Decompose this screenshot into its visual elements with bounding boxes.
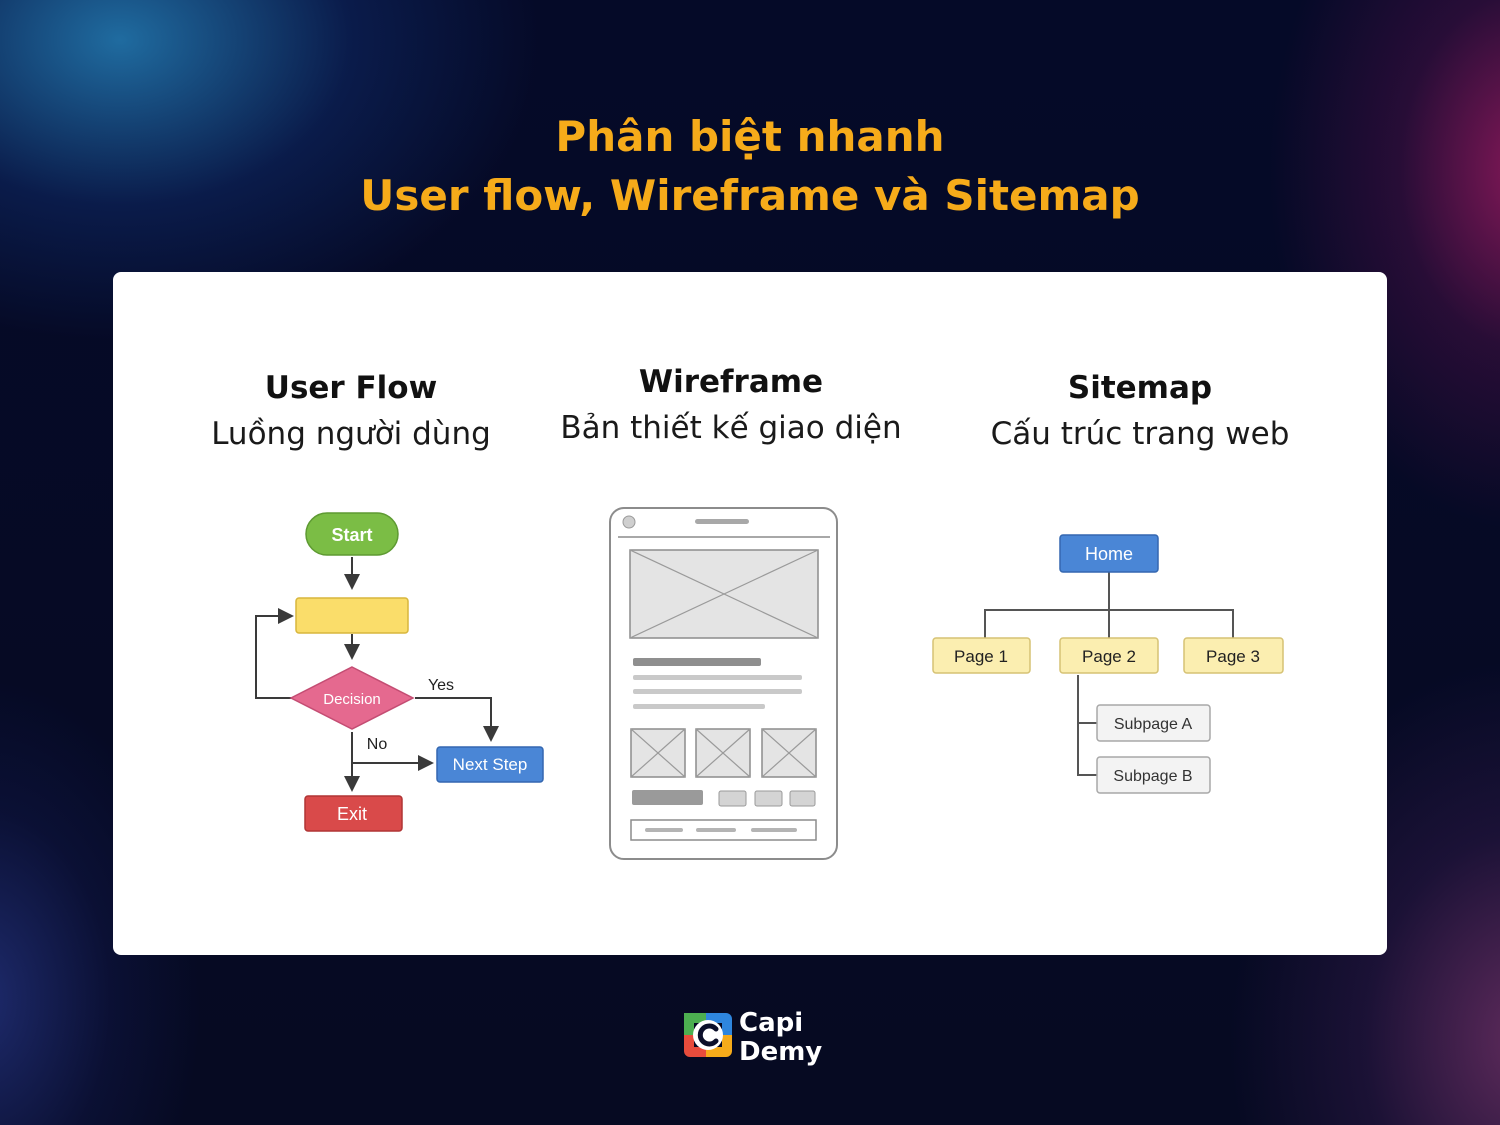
sitemap-page-3-label: Page 3 [1206,647,1260,666]
flow-decision-label: Decision [323,691,381,708]
brand-line1: Capi [739,1008,804,1038]
wireframe-small-button-1 [718,790,747,807]
wireframe-small-button-2 [754,790,783,807]
sitemap-header: Sitemap Cấu trúc trang web [960,370,1320,452]
page-title-line1: Phân biệt nhanh [555,112,945,161]
wireframe-title: Wireframe [638,364,824,400]
wireframe-small-button-3 [789,790,816,807]
flow-exit-label: Exit [337,804,367,824]
flow-start-label: Start [331,525,372,545]
flow-next-step-node [436,746,544,783]
flow-exit-node [304,795,403,832]
flow-start-node [305,512,399,556]
wireframe-mockup [609,507,838,860]
userflow-subtitle: Luồng người dùng [211,416,491,452]
wireframe-subtitle: Bản thiết kế giao diện [560,410,902,446]
sitemap-subtitle: Cấu trúc trang web [990,416,1290,452]
brand-line2: Demy [739,1037,823,1067]
userflow-title: User Flow [264,370,438,406]
brand-wordmark: Capi Demy [739,1009,822,1067]
user-flow-diagram: Start Decision Yes No Next Step Exit [255,512,544,832]
sitemap-page-1-node [932,637,1031,674]
sitemap-page-3-node [1183,637,1284,674]
wireframe-text-line [633,689,802,694]
wireframe-header: Wireframe Bản thiết kế giao diện [531,364,931,446]
flow-no-label: No [367,736,388,753]
flow-loop-arrow [255,608,294,699]
sitemap-page-1-label: Page 1 [954,647,1008,666]
sitemap-home-node [1059,534,1159,573]
sitemap-subpage-b-label: Subpage B [1113,768,1192,785]
wireframe-text-line [633,704,765,709]
sitemap-subpage-a-node [1096,704,1211,742]
sitemap-subpage-b-node [1096,756,1211,794]
sitemap-home-label: Home [1085,544,1133,564]
flow-next-step-label: Next Step [453,755,528,774]
page-title-line2: User flow, Wireframe và Sitemap [360,171,1140,220]
wireframe-text-line [633,675,802,680]
wireframe-heading-bar [633,658,761,666]
flow-decision-node [289,666,415,730]
capidemy-logo-icon [684,1013,732,1057]
flow-process-node [295,597,409,634]
wireframe-primary-button [632,790,703,805]
sitemap-subpage-a-label: Subpage A [1114,716,1193,733]
sitemap-diagram: Home Page 1 Page 2 Page 3 Subpage A Subp… [932,534,1284,794]
flow-yes-label: Yes [428,677,454,694]
wireframe-speaker [695,519,749,524]
sitemap-title: Sitemap [1067,370,1213,406]
userflow-header: User Flow Luồng người dùng [176,370,526,452]
sitemap-page-2-label: Page 2 [1082,647,1136,666]
sitemap-page-2-node [1059,637,1159,674]
flow-arrow-yes [415,697,499,742]
wireframe-camera-dot [622,515,636,529]
